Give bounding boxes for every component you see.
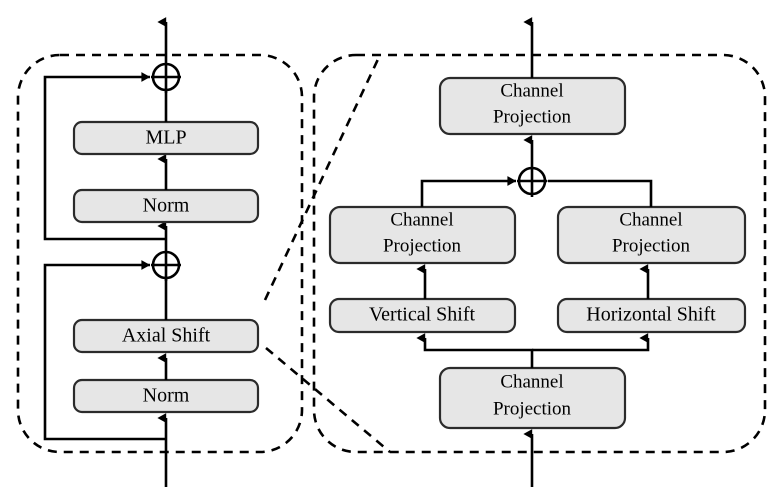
right-panel-border <box>312 53 767 454</box>
block-channel-projection-left-label: Channel <box>390 209 453 230</box>
block-vertical-shift-label: Vertical Shift <box>369 304 476 326</box>
expansion-connector-lower <box>265 347 391 453</box>
block-channel-projection-left-label-2: Projection <box>383 235 462 256</box>
block-channel-projection-top-label: Channel <box>500 80 563 101</box>
block-vertical-shift[interactable] <box>328 297 517 334</box>
block-axial-shift-label: Axial Shift <box>122 325 211 347</box>
left-lower-residual-path <box>43 260 166 441</box>
block-channel-projection-right-label: Channel <box>619 209 682 230</box>
block-horizontal-shift[interactable] <box>556 297 747 334</box>
wire-split-bottom-to-branches <box>416 333 534 368</box>
block-channel-projection-right-label-2: Projection <box>612 235 691 256</box>
left-upper-residual-path <box>43 72 166 241</box>
left-panel-border <box>16 53 304 454</box>
block-channel-projection-bottom-label: Channel <box>500 371 563 392</box>
block-channel-projection-bottom-label-2: Projection <box>493 398 572 419</box>
block-norm-lower-label: Norm <box>143 385 190 407</box>
block-channel-projection-top-label-2: Projection <box>493 106 572 127</box>
wire-cp-left-to-merge <box>420 176 517 207</box>
expansion-connector-upper <box>263 54 382 301</box>
block-horizontal-shift-label: Horizontal Shift <box>586 304 716 326</box>
block-mlp-label: MLP <box>145 127 186 149</box>
wire-split-bottom-to-branches-right <box>532 333 650 352</box>
wire-cp-right-to-merge <box>539 176 653 207</box>
block-norm-upper-label: Norm <box>143 195 190 217</box>
